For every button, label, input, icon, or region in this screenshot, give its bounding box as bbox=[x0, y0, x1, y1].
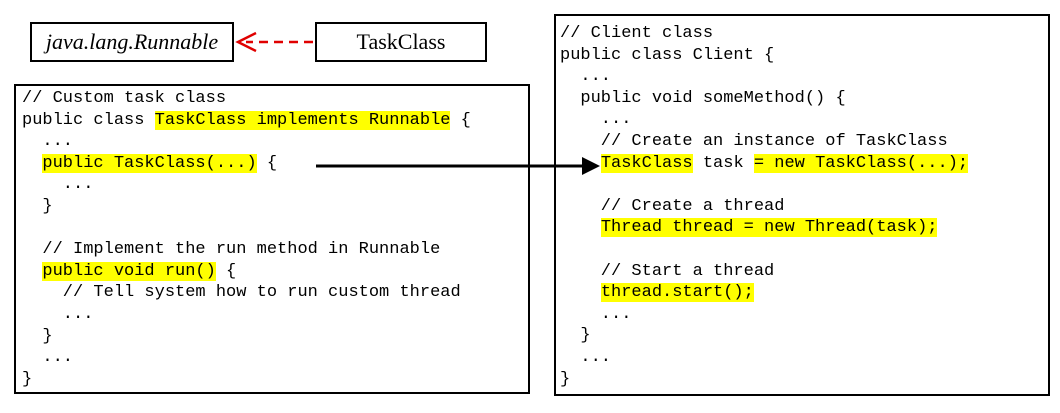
client-code-line: } bbox=[560, 369, 968, 391]
code-text: ... bbox=[22, 132, 74, 152]
code-text: ... bbox=[560, 110, 632, 130]
highlighted-code: TaskClass bbox=[600, 153, 693, 173]
code-text: } bbox=[22, 369, 33, 389]
client-code-line: Thread thread = new Thread(task); bbox=[560, 217, 968, 239]
client-code-line: ... bbox=[560, 109, 968, 131]
client-code-line: public class Client { bbox=[560, 45, 968, 67]
client-code-line: } bbox=[560, 325, 968, 347]
task-code-line: // Tell system how to run custom thread bbox=[22, 282, 471, 304]
code-text: // Start a thread bbox=[560, 261, 775, 281]
client-code-line: thread.start(); bbox=[560, 282, 968, 304]
client-code-line: // Create an instance of TaskClass bbox=[560, 131, 968, 153]
task-code-line: public TaskClass(...) { bbox=[22, 153, 471, 175]
task-code-line: ... bbox=[22, 131, 471, 153]
task-code-line: } bbox=[22, 196, 471, 218]
code-text: // Tell system how to run custom thread bbox=[22, 283, 461, 303]
code-text: } bbox=[560, 369, 571, 389]
task-code-line: } bbox=[22, 369, 471, 391]
code-text: { bbox=[450, 110, 471, 130]
client-class-code: // Client class public class Client { ...… bbox=[560, 23, 969, 391]
code-text: public class Client { bbox=[560, 45, 775, 65]
runnable-interface-box: java.lang.Runnable bbox=[30, 22, 234, 62]
code-text: // Create a thread bbox=[560, 196, 785, 216]
client-code-line: public void someMethod() { bbox=[560, 88, 968, 110]
client-code-line: // Create a thread bbox=[560, 196, 968, 218]
highlighted-code: = new TaskClass(...); bbox=[753, 153, 969, 173]
code-text: ... bbox=[22, 304, 94, 324]
task-code-line: } bbox=[22, 326, 471, 348]
highlighted-code: public void run() bbox=[42, 261, 216, 281]
client-class-code-box bbox=[554, 14, 1050, 396]
client-code-line: ... bbox=[560, 347, 968, 369]
task-code-line: ... bbox=[22, 347, 471, 369]
task-class-code: // Custom task class public class TaskCla… bbox=[22, 88, 471, 390]
client-code-line: // Client class bbox=[560, 23, 968, 45]
client-code-line: ... bbox=[560, 66, 968, 88]
code-text: ... bbox=[560, 304, 632, 324]
task-code-line: public void run() { bbox=[22, 261, 471, 283]
task-code-line: ... bbox=[22, 174, 471, 196]
taskclass-label: TaskClass bbox=[356, 29, 446, 54]
code-text: // Custom task class bbox=[22, 89, 227, 108]
highlighted-code: Thread thread = new Thread(task); bbox=[600, 218, 938, 238]
client-code-line: // Start a thread bbox=[560, 261, 968, 283]
instantiation-arrow-head bbox=[582, 157, 600, 175]
runnable-label: java.lang.Runnable bbox=[45, 29, 219, 54]
code-text: // Client class bbox=[560, 24, 714, 43]
client-code-line: TaskClass task = new TaskClass(...); bbox=[560, 153, 969, 175]
code-text: ... bbox=[22, 348, 74, 368]
code-text: // Implement the run method in Runnable bbox=[22, 240, 441, 260]
task-code-line: ... bbox=[22, 304, 471, 326]
highlighted-code: thread.start(); bbox=[600, 283, 754, 303]
highlighted-code: public TaskClass(...) bbox=[42, 153, 257, 173]
code-text: // Create an instance of TaskClass bbox=[560, 131, 948, 151]
highlighted-code: TaskClass implements Runnable bbox=[154, 110, 451, 130]
code-text: } bbox=[22, 326, 53, 346]
task-class-code-box bbox=[14, 84, 530, 394]
code-text: ... bbox=[22, 175, 94, 195]
code-text: } bbox=[22, 196, 53, 216]
code-text: public class bbox=[22, 110, 155, 130]
implements-arrow-head bbox=[235, 31, 257, 53]
task-code-line: public class TaskClass implements Runnab… bbox=[22, 110, 471, 132]
code-text: public void someMethod() { bbox=[560, 88, 846, 108]
task-code-line: // Custom task class bbox=[22, 88, 471, 110]
task-code-line: // Implement the run method in Runnable bbox=[22, 239, 471, 261]
code-text: { bbox=[256, 153, 278, 173]
code-text: ... bbox=[560, 67, 612, 87]
code-text: { bbox=[215, 261, 237, 281]
client-code-line: ... bbox=[560, 304, 968, 326]
code-text: task bbox=[692, 153, 754, 173]
taskclass-box: TaskClass bbox=[315, 22, 487, 62]
code-text: ... bbox=[560, 347, 612, 367]
code-text: } bbox=[560, 326, 591, 346]
